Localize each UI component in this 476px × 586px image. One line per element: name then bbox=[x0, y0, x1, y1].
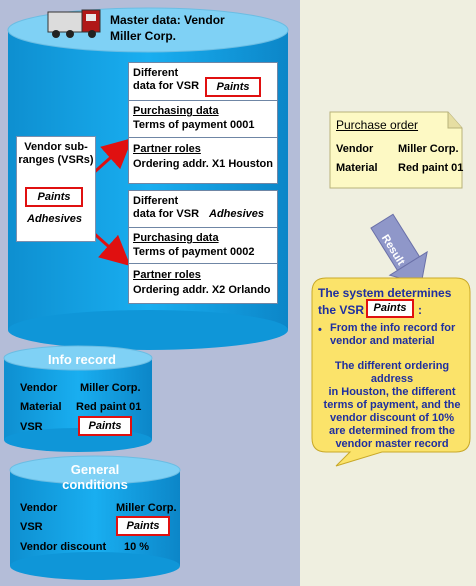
box1-diff-label: Different data for VSR bbox=[133, 67, 199, 93]
box1-divider-2 bbox=[129, 137, 277, 138]
callout-bullet-text: From the info record for vendor and mate… bbox=[330, 322, 455, 348]
callout-para-line: vendor discount of 10% bbox=[329, 412, 455, 424]
master-data-title: Master data: Vendor Miller Corp. bbox=[110, 12, 225, 44]
box2-partner-title: Partner roles bbox=[133, 269, 201, 281]
gc-row-label: Vendor bbox=[20, 502, 58, 514]
box2-divider-1 bbox=[129, 227, 277, 228]
info-row-label: VSR bbox=[20, 421, 43, 433]
vsr-paints: Paints bbox=[25, 187, 83, 207]
vsr-label-line2: ranges (VSRs) bbox=[18, 154, 94, 166]
box1-purchasing-title: Purchasing data bbox=[133, 105, 219, 117]
callout-para-line: vendor master record bbox=[335, 438, 449, 450]
purchase-order-note bbox=[329, 111, 463, 189]
callout-para-line: in Houston, the different bbox=[328, 386, 456, 398]
callout-line1: The system determines bbox=[318, 286, 452, 300]
callout-line2-prefix: the VSR bbox=[318, 303, 365, 317]
box2-diff-line1: Different bbox=[133, 195, 179, 207]
info-row-value: Miller Corp. bbox=[80, 382, 141, 394]
box2-purchasing-text: Terms of payment 0002 bbox=[133, 246, 255, 258]
box1-partner-text: Ordering addr. X1 Houston bbox=[133, 158, 273, 170]
result-arrow bbox=[370, 213, 428, 285]
purchase-order-title: Purchase order bbox=[336, 118, 419, 132]
callout-para-line: terms of payment, and the bbox=[323, 399, 461, 411]
box1-partner-title: Partner roles bbox=[133, 143, 201, 155]
gc-title-line1: General bbox=[70, 462, 120, 477]
callout-para-line: are determined from the bbox=[329, 425, 455, 437]
info-vsr-value: Paints bbox=[78, 416, 132, 436]
box2-purchasing-title: Purchasing data bbox=[133, 232, 219, 244]
po-row-label: Vendor bbox=[336, 143, 374, 155]
vsr-label-line1: Vendor sub- bbox=[24, 141, 88, 153]
callout-para-line: The different ordering address bbox=[334, 360, 450, 385]
vsr-adhesives: Adhesives bbox=[27, 213, 83, 225]
master-title-line2: Miller Corp. bbox=[110, 29, 177, 43]
gc-row-value: 10 % bbox=[124, 541, 150, 553]
gc-vsr-value: Paints bbox=[116, 516, 170, 536]
info-row-value: Red paint 01 bbox=[76, 401, 142, 413]
box2-vsr-value: Adhesives bbox=[209, 208, 265, 220]
callout-vsr-value: Paints bbox=[366, 299, 414, 318]
vsr-data-box-paints: Different data for VSR Paints Purchasing… bbox=[128, 62, 278, 184]
box1-purchasing-text: Terms of payment 0001 bbox=[133, 119, 255, 131]
callout-bullet-line1: From the info record for bbox=[330, 322, 456, 334]
box2-divider-2 bbox=[129, 263, 277, 264]
gc-title-line2: conditions bbox=[62, 477, 128, 492]
box2-diff-line2: data for VSR bbox=[133, 208, 200, 220]
vsr-label: Vendor sub- ranges (VSRs) bbox=[17, 141, 95, 167]
box1-diff-line2: data for VSR bbox=[133, 80, 200, 92]
callout-line2-suffix: : bbox=[418, 303, 422, 317]
info-record-title: Info record bbox=[48, 352, 116, 367]
general-conditions-cylinder bbox=[9, 455, 181, 580]
callout-bullet: • bbox=[318, 324, 322, 336]
info-row-label: Material bbox=[20, 401, 62, 413]
gc-row-value: Miller Corp. bbox=[116, 502, 177, 514]
box1-diff-line1: Different bbox=[133, 67, 179, 79]
callout-bubble bbox=[311, 277, 471, 467]
box2-diff-label: Different data for VSR bbox=[133, 195, 199, 221]
gc-row-label: Vendor discount bbox=[20, 541, 107, 553]
po-row-value: Red paint 01 bbox=[398, 162, 464, 174]
master-title-line1: Master data: Vendor bbox=[110, 13, 225, 27]
box1-vsr-value: Paints bbox=[205, 77, 261, 97]
po-row-label: Material bbox=[336, 162, 378, 174]
general-conditions-title: General conditions bbox=[40, 462, 150, 492]
gc-row-label: VSR bbox=[20, 521, 43, 533]
info-row-label: Vendor bbox=[20, 382, 58, 394]
truck-icon bbox=[46, 8, 104, 40]
box1-divider-1 bbox=[129, 100, 277, 101]
callout-bullet-line2: vendor and material bbox=[330, 335, 435, 347]
po-row-value: Miller Corp. bbox=[398, 143, 459, 155]
vsr-subranges-box: Vendor sub- ranges (VSRs) Paints Adhesiv… bbox=[16, 136, 96, 242]
callout-paragraph: The different ordering address in Housto… bbox=[314, 360, 470, 451]
box2-partner-text: Ordering addr. X2 Orlando bbox=[133, 284, 271, 296]
vsr-data-box-adhesives: Different data for VSR Adhesives Purchas… bbox=[128, 190, 278, 304]
